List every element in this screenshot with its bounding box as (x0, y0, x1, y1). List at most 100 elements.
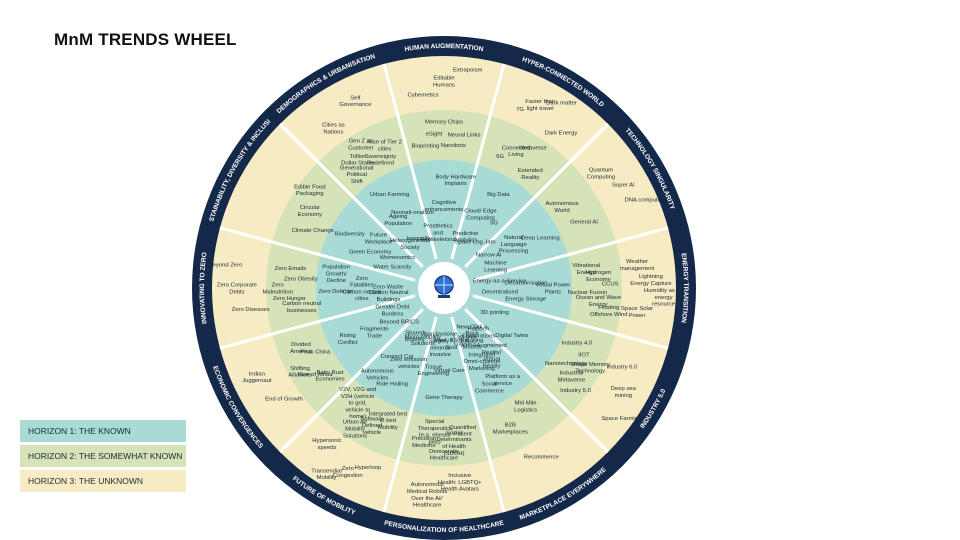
horizon-3-item: End of Growth (265, 396, 303, 402)
horizon-1-item: Connect Car (381, 353, 414, 359)
horizon-2-item: General AI (570, 219, 598, 225)
horizon-1-item: Gene Therapy (425, 394, 463, 400)
horizon-2-item: Rise of Africa (298, 372, 333, 378)
sector-divider (382, 316, 438, 513)
horizon-1-item: Ride Hailing (376, 381, 408, 387)
sector-divider (464, 122, 610, 268)
horizon-1-item: Neonati-onalism (391, 209, 434, 215)
horizon-2-item: Zero Hunger (273, 296, 306, 302)
horizon-1-item: 5G (490, 220, 498, 226)
sector-divider (278, 308, 424, 454)
horizon-1-item: Mind, Body &Soul (434, 338, 469, 351)
horizon-3-item: Extrapoism (453, 67, 483, 73)
horizon-2-item: Metaverse (519, 145, 547, 151)
horizon-2-item: Zero Emails (275, 266, 306, 272)
horizon-3-item: Beyond Zero (209, 262, 243, 268)
globe-icon-base (438, 295, 450, 298)
sector-divider (472, 226, 669, 282)
horizon-3-item: Dark matter (546, 100, 577, 106)
horizon-3-item: Dark Energy (545, 130, 578, 136)
horizon-1-item: Zero Waste (373, 284, 404, 290)
horizon-3-item: DNA computing (625, 197, 666, 203)
legend-horizon-3: HORIZON 3: THE UNKNOWN (20, 470, 186, 492)
sector-divider (472, 294, 669, 350)
sector-title: HUMAN AUGMENTATION (404, 43, 484, 53)
horizon-1-item: Big Data (487, 191, 510, 197)
horizon-1-item: Digital Twins (495, 332, 528, 338)
horizon-2-item: CCUS (602, 281, 619, 287)
horizon-2-item: IIOT (578, 352, 590, 358)
horizon-1-item: Green Economy (349, 249, 392, 255)
horizon-2-item: Zero Obesity (284, 276, 318, 282)
horizon-3-item: Super AI (612, 182, 635, 188)
horizon-3-item: Space Farming (601, 415, 641, 421)
horizon-1-item: Space Log Jam (455, 239, 496, 245)
horizon-1-item: Decarbonisation (505, 280, 548, 286)
horizon-2-item: Peak China (300, 349, 331, 355)
horizon-1-item: Beyond BRICS (379, 319, 419, 325)
legend-horizon-1: HORIZON 1: THE KNOWN (20, 420, 186, 442)
horizon-2-item: Nuclear Fusion (568, 289, 608, 295)
horizon-3-item: Recommerce (524, 454, 560, 460)
horizon-3-item: Industry 6.0 (607, 364, 639, 370)
horizon-2-item: Industry 4.0 (561, 340, 593, 346)
horizon-1-item: Energy Storage (505, 296, 547, 302)
horizon-1-item: Virtual Care (434, 368, 466, 374)
horizon-1-item: Deep Learning (521, 235, 560, 241)
horizon-2-item: eSight (426, 131, 443, 137)
horizon-2-item: Bioprinting (411, 143, 439, 149)
horizon-1-item: 3D printing (480, 310, 509, 316)
sector-divider (278, 122, 424, 268)
horizon-3-item: Zero Diseases (232, 307, 270, 313)
sector-divider (382, 63, 438, 260)
